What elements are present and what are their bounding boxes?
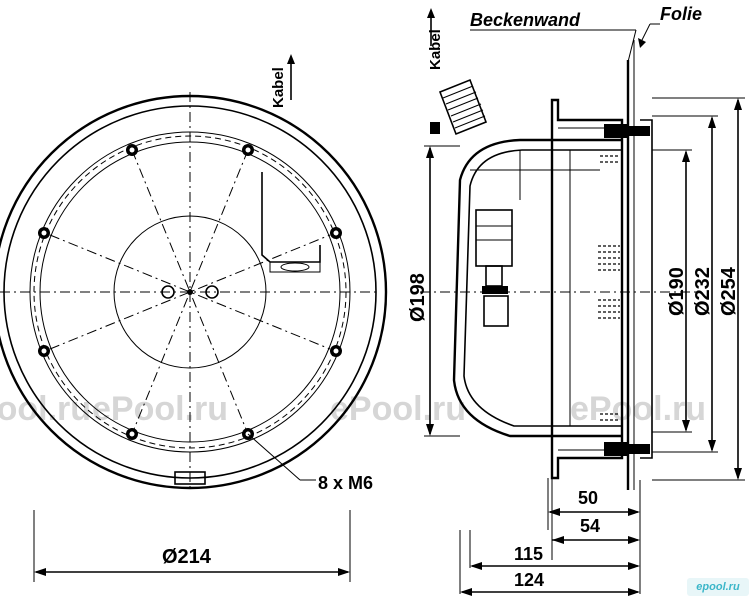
dim-50-label: 50 [578, 488, 598, 508]
corner-badge-text: epool.ru [696, 581, 740, 593]
arrow-right-icon [628, 536, 640, 544]
arrow-up-icon [426, 146, 434, 158]
front-ring [640, 119, 653, 459]
arrow-up-icon [708, 116, 716, 128]
bolt-top [604, 124, 650, 138]
centre-screw-right [205, 285, 219, 299]
arrow-down-icon [734, 468, 742, 480]
dim-124-label: 124 [514, 570, 544, 590]
arrow-left-icon [470, 562, 482, 570]
wall-label: Beckenwand [470, 10, 581, 30]
socket-base [269, 262, 321, 273]
bolt-holes [38, 144, 342, 440]
arrow-left-icon [460, 588, 472, 596]
front-cable-label-group: Kabel [270, 67, 287, 108]
bolt-bottom [604, 442, 650, 456]
arrow-up-icon [682, 150, 690, 162]
dim-115-label: 115 [514, 544, 543, 564]
socket-hole [280, 262, 310, 272]
arrow-left-icon [34, 568, 46, 576]
bolt-spec-label: 8 x M6 [318, 473, 373, 493]
cable-end [430, 122, 440, 134]
housing-outer [452, 138, 622, 438]
dim-190-label: Ø190 [666, 267, 688, 316]
dim-198-label: Ø198 [407, 273, 429, 322]
watermark: ePool.ru [92, 390, 228, 428]
dim-214-label: Ø214 [162, 546, 212, 568]
arrow-left-icon [548, 508, 560, 516]
dim-54-label: 54 [580, 516, 600, 536]
centre-point [187, 289, 193, 295]
bolt-circle [33, 135, 347, 449]
watermark-row: ePool.ru ePool.ru ePool.ru ePool.ru [0, 390, 706, 428]
housing-inner [463, 149, 622, 427]
arrow-right-icon [338, 568, 350, 576]
arrow-down-icon [682, 420, 690, 432]
bolt-leader-line [247, 433, 301, 481]
dim-232-label: Ø232 [692, 267, 714, 316]
side-cable-arrow-icon [427, 8, 435, 18]
cable-gland [430, 78, 488, 136]
arrow-right-icon [628, 562, 640, 570]
socket-housing [261, 172, 321, 263]
wall-leader [627, 29, 637, 63]
side-cable-label: Kabel [427, 29, 444, 70]
vent-slots [598, 155, 620, 421]
lamp-socket [475, 209, 513, 327]
arrow-right-icon [628, 588, 640, 596]
cable-arrow-icon [287, 54, 295, 64]
arrow-up-icon [734, 98, 742, 110]
arrow-down-icon [708, 440, 716, 452]
dim-254-label: Ø254 [718, 266, 740, 316]
niche-flange [550, 98, 624, 480]
side-cable-label-group: Kabel [427, 29, 444, 70]
corner-badge: epool.ru [687, 578, 749, 596]
side-view: Beckenwand Folie Kabel [407, 4, 745, 596]
foil-label: Folie [660, 4, 702, 24]
watermark: ePool.ru [330, 390, 466, 428]
centre-screw-left [161, 285, 175, 299]
arrow-right-icon [628, 508, 640, 516]
front-cable-label: Kabel [270, 67, 287, 108]
foil-arrow-icon [638, 38, 646, 48]
front-view: Kabel 8 x M6 Ø214 [0, 54, 388, 582]
drain-notch [174, 471, 206, 485]
arrow-down-icon [426, 424, 434, 436]
arrow-left-icon [552, 536, 564, 544]
